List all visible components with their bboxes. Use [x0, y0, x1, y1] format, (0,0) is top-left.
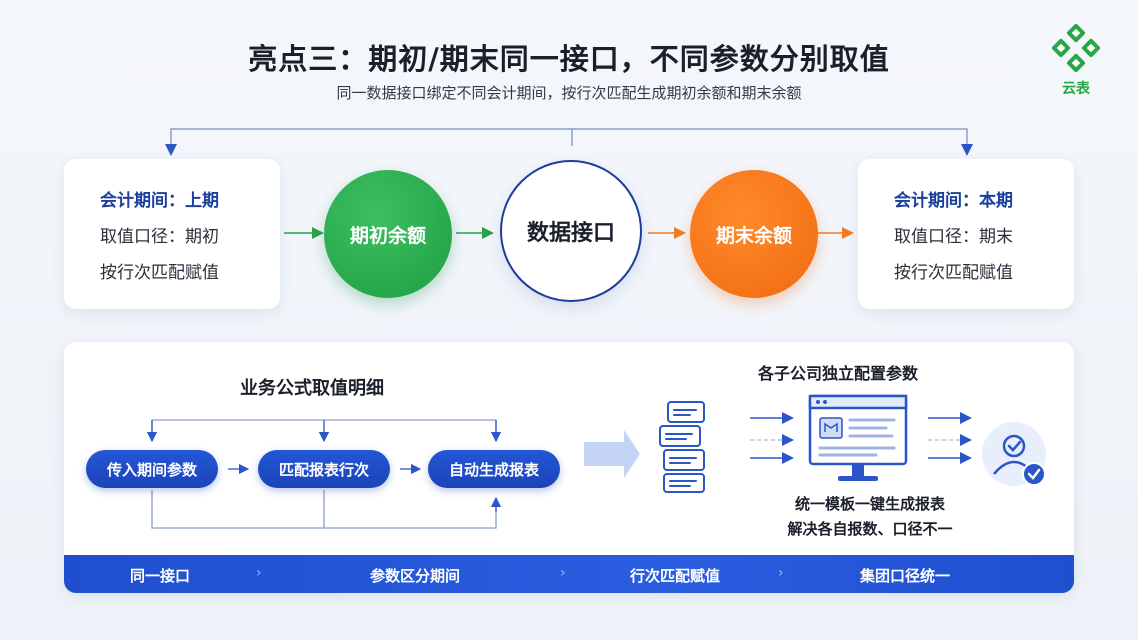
brand-logo: 云表 — [1046, 23, 1106, 97]
step-pass-period-params: 传入期间参数 — [86, 450, 218, 488]
step-auto-generate-report: 自动生成报表 — [428, 450, 560, 488]
summary-separator: › — [560, 565, 566, 581]
previous-period-rule: 按行次匹配赋值 — [100, 263, 219, 283]
closing-balance-node: 期末余额 — [690, 170, 818, 298]
top-right-connector — [572, 128, 973, 156]
current-period-basis: 取值口径：期末 — [894, 227, 1013, 247]
current-period-card: 会计期间：本期 取值口径：期末 按行次匹配赋值 — [858, 159, 1074, 309]
summary-separator: › — [256, 565, 262, 581]
top-connectors — [165, 128, 973, 239]
logo-mark-icon — [1051, 23, 1101, 73]
summary-bar: 同一接口 › 参数区分期间 › 行次匹配赋值 › 集团口径统一 — [64, 555, 1074, 593]
note-resolve-inconsistency: 解决各自报数、口径不一 — [787, 520, 953, 538]
step-match-report-rows: 匹配报表行次 — [258, 450, 390, 488]
summary-separator: › — [778, 565, 784, 581]
subsidiary-title: 各子公司独立配置参数 — [758, 364, 919, 383]
summary-item-group-unified: 集团口径统一 — [860, 567, 951, 585]
data-interface-node: 数据接口 — [500, 160, 642, 302]
document-stack-icon — [659, 401, 705, 493]
summary-item-row-matching: 行次匹配赋值 — [630, 567, 721, 585]
previous-period-head: 会计期间：上期 — [100, 191, 219, 211]
previous-period-card: 会计期间：上期 取值口径：期初 按行次匹配赋值 — [64, 159, 280, 309]
user-verified-icon — [982, 422, 1046, 486]
note-unified-template: 统一模板一键生成报表 — [794, 495, 945, 513]
monitor-icon — [808, 394, 908, 481]
previous-period-basis: 取值口径：期初 — [100, 227, 219, 247]
opening-balance-node: 期初余额 — [324, 170, 452, 298]
big-arrow — [584, 430, 640, 478]
detail-connectors — [146, 412, 972, 529]
current-period-head: 会计期间：本期 — [894, 191, 1013, 211]
detail-title: 业务公式取值明细 — [240, 378, 384, 399]
page-title: 亮点三：期初/期末同一接口，不同参数分别取值 — [248, 42, 890, 76]
logo-text: 云表 — [1062, 81, 1090, 97]
current-period-rule: 按行次匹配赋值 — [894, 263, 1013, 283]
subsidiary-notes: 统一模板一键生成报表 解决各自报数、口径不一 — [760, 492, 980, 542]
detail-panel — [64, 342, 1074, 592]
summary-item-same-interface: 同一接口 — [130, 567, 191, 585]
page-subtitle: 同一数据接口绑定不同会计期间，按行次匹配生成期初余额和期末余额 — [336, 84, 802, 102]
summary-item-param-period: 参数区分期间 — [370, 567, 461, 585]
top-left-connector — [165, 128, 573, 156]
